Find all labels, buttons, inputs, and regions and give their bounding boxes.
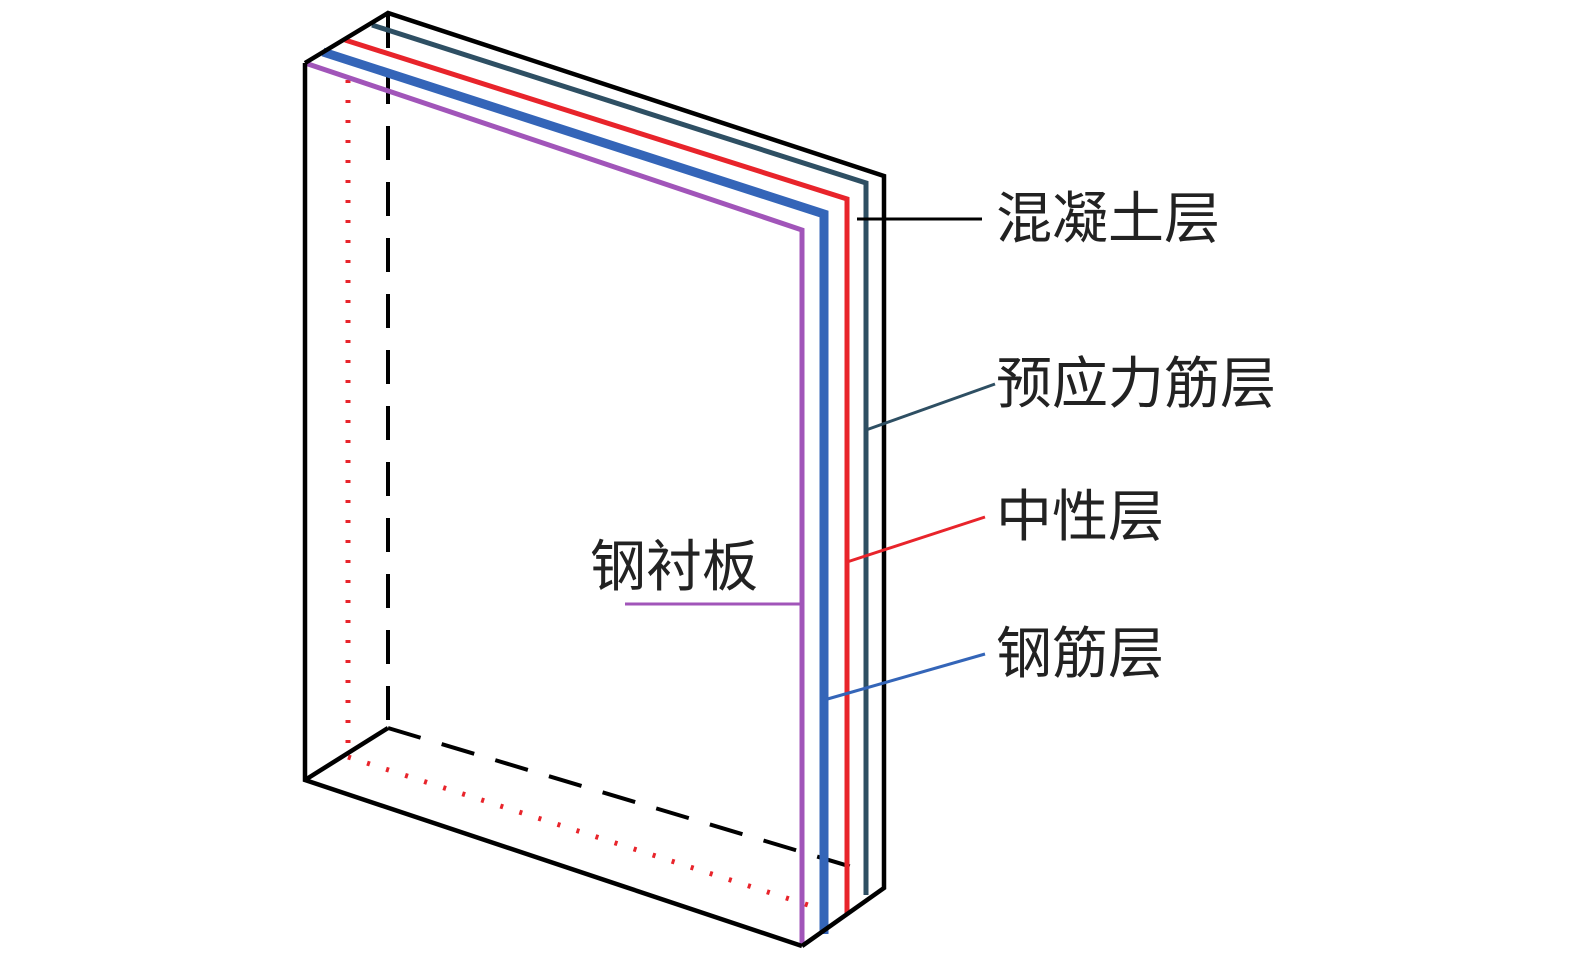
neutral-hidden-edges (345, 60, 831, 915)
top-face-outline (303, 10, 887, 948)
label-concrete: 混凝土层 (996, 187, 1220, 252)
prestress-layer-line (371, 22, 869, 895)
label-rebar: 钢筋层 (996, 622, 1164, 687)
front-face-outline (302, 63, 803, 949)
rebar-leader (823, 652, 986, 702)
label-prestress: 预应力筋层 (996, 352, 1276, 417)
bottom-left-edge (303, 726, 390, 782)
neutral-leader (846, 515, 986, 564)
steel-liner-line (304, 60, 805, 946)
neutral-hidden-bottom (347, 754, 831, 915)
label-steel-liner: 钢衬板 (590, 535, 758, 600)
hidden-edge-bottom (387, 726, 863, 872)
neutral-layer-line (344, 37, 850, 914)
label-neutral: 中性层 (996, 485, 1164, 550)
hidden-edges (386, 14, 863, 872)
concrete-outline (302, 10, 887, 949)
prestress-leader (865, 382, 996, 432)
rebar-layer-line (321, 47, 829, 934)
